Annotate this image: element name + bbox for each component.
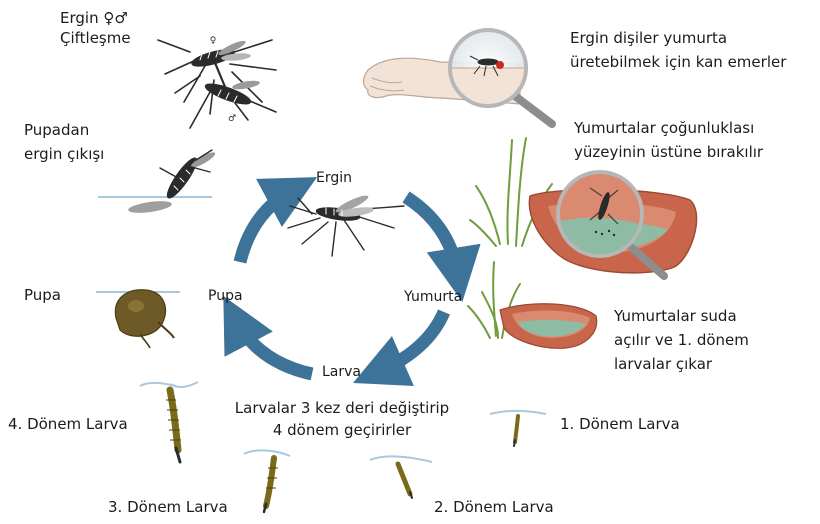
larva-3-icon — [244, 450, 290, 512]
male-symbol: ♂ — [228, 114, 236, 124]
mating-mosquitoes-icon — [158, 38, 276, 128]
cycle-label-adult: Ergin — [316, 168, 352, 188]
hatch-line-1: Yumurtalar suda — [614, 306, 737, 326]
pupa-icon — [115, 290, 174, 348]
emergence-line-1: Pupadan — [24, 120, 89, 140]
cycle-label-larva: Larva — [322, 362, 361, 382]
larva-1-label: 1. Dönem Larva — [560, 414, 680, 434]
eggs-surface-line-2: yüzeyinin üstüne bırakılır — [574, 142, 763, 162]
emerging-mosquito-icon — [128, 150, 217, 215]
larva-2-icon — [370, 456, 432, 498]
mating-title: Ergin ♀♂ — [60, 8, 128, 28]
larva-3-label: 3. Dönem Larva — [108, 497, 228, 517]
molting-line-1: Larvalar 3 kez deri değiştirip — [206, 398, 478, 418]
cycle-arrow-icon — [378, 312, 444, 372]
hatch-line-3: larvalar çıkar — [614, 354, 712, 374]
bowl-icon — [500, 304, 597, 349]
molting-line-2: 4 dönem geçirirler — [206, 420, 478, 440]
larva-4-icon — [140, 382, 198, 462]
emergence-line-2: ergin çıkışı — [24, 144, 104, 164]
larva-2-label: 2. Dönem Larva — [434, 497, 554, 517]
eggs-surface-line-1: Yumurtalar çoğunluklası — [574, 118, 754, 138]
larva-1-icon — [490, 411, 546, 446]
mating-subtitle: Çiftleşme — [60, 28, 131, 48]
cycle-label-egg: Yumurta — [404, 287, 462, 307]
larva-4-label: 4. Dönem Larva — [8, 414, 128, 434]
blood-meal-line-1: Ergin dişiler yumurta — [570, 28, 727, 48]
female-symbol: ♀ — [210, 36, 217, 46]
cycle-arrow-icon — [236, 320, 312, 374]
blood-meal-line-2: üretebilmek için kan emerler — [570, 52, 786, 72]
magnifier-icon — [440, 30, 552, 124]
mosquito-icon — [288, 193, 404, 256]
pupa-side-label: Pupa — [24, 285, 61, 305]
cycle-label-pupa: Pupa — [208, 286, 243, 306]
cycle-arrow-icon — [240, 190, 293, 262]
cycle-arrow-icon — [406, 197, 458, 275]
hatch-line-2: açılır ve 1. dönem — [614, 330, 749, 350]
